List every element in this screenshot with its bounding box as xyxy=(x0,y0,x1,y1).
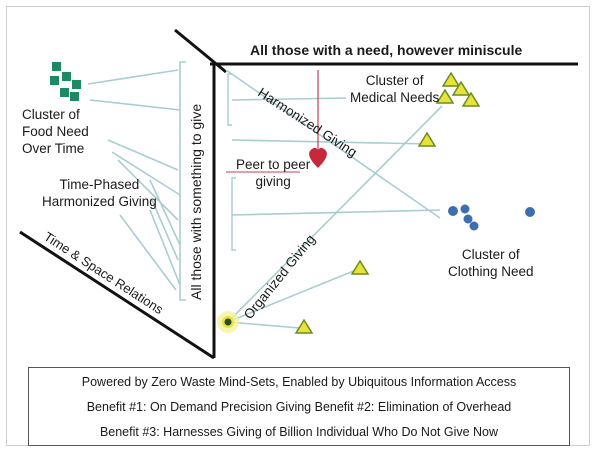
caption-line-3: Benefit #3: Harnesses Giving of Billion … xyxy=(99,425,499,439)
medical-triangles xyxy=(294,71,481,334)
food-cluster-icon xyxy=(50,62,81,101)
time-phased-label: Time-Phased Harmonized Giving xyxy=(42,177,157,209)
food-connectors xyxy=(87,69,181,291)
small-bracket-mid xyxy=(231,177,236,251)
food-cluster-label: Cluster of Food Need Over Time xyxy=(22,107,89,156)
clothing-cluster-label: Cluster of Clothing Need xyxy=(448,247,534,279)
giver-bracket xyxy=(179,61,186,301)
caption-line-2: Benefit #1: On Demand Precision Giving B… xyxy=(86,400,512,414)
peer-label: Peer to peer giving xyxy=(236,157,311,189)
caption-box: Powered by Zero Waste Mind-Sets, Enabled… xyxy=(28,367,570,446)
sun-icon xyxy=(217,311,239,333)
clothing-dots xyxy=(448,204,535,231)
time-space-axis xyxy=(19,230,215,360)
giving-connectors xyxy=(225,69,443,329)
heart-icon xyxy=(309,147,327,168)
need-label: All those with a need, however miniscule xyxy=(250,42,523,58)
small-bracket-top xyxy=(227,73,232,126)
giver-label: All those with something to give xyxy=(188,103,204,300)
top-diagonal xyxy=(174,28,227,74)
caption-line-1: Powered by Zero Waste Mind-Sets, Enabled… xyxy=(81,375,517,389)
medical-cluster-label: Cluster of Medical Needs xyxy=(350,73,440,105)
